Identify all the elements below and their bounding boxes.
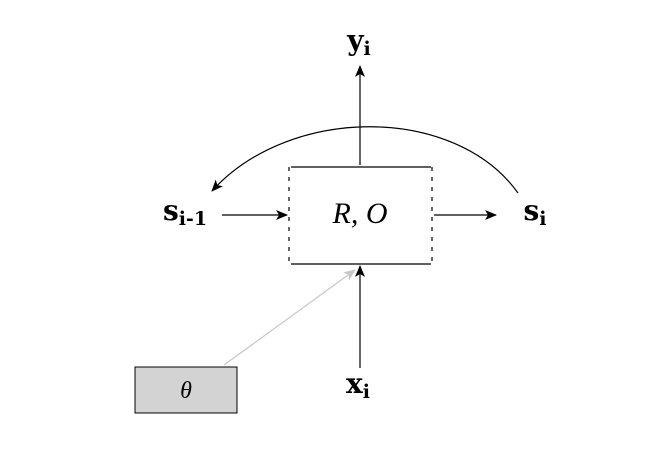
output-label-sub: i <box>364 38 371 60</box>
param-box: θ <box>134 366 238 414</box>
param-box-rect <box>134 366 238 414</box>
center-box-label: R, O <box>332 197 388 230</box>
param-arrow <box>223 269 356 366</box>
prev-state-label-sub: i-1 <box>179 208 207 230</box>
recurrent-arrow <box>211 126 519 194</box>
center-box: R, O <box>288 166 433 265</box>
input-label: xi <box>346 367 370 403</box>
output-label: yi <box>346 24 371 60</box>
input-label-base: x <box>346 367 363 400</box>
prev-state-label: si-1 <box>163 194 207 230</box>
output-label-base: y <box>346 24 364 57</box>
input-label-sub: i <box>363 381 370 403</box>
next-state-label-sub: i <box>539 208 546 230</box>
param-box-label: θ <box>180 378 192 404</box>
next-state-label: si <box>524 194 547 230</box>
prev-state-label-base: s <box>163 194 179 227</box>
next-state-label-base: s <box>524 194 540 227</box>
